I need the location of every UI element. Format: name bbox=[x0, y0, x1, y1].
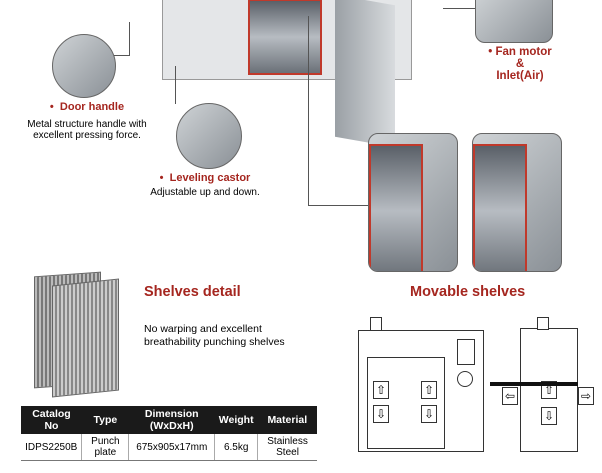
header-dimension: Dimension (WxDxH) bbox=[128, 406, 215, 434]
door-handle-desc: Metal structure handle with excellent pr… bbox=[27, 119, 147, 141]
open-door bbox=[335, 0, 395, 148]
shelves-detail-desc: No warping and excellent breathability p… bbox=[144, 323, 285, 348]
cell-material: Stainless Steel bbox=[257, 434, 317, 461]
side-view-diagram: ⇧ ⇩ bbox=[520, 328, 578, 452]
shelves-detail-title: Shelves detail bbox=[144, 284, 241, 300]
cell-type: Punch plate bbox=[81, 434, 130, 461]
header-catalog-no: Catalog No bbox=[21, 406, 82, 434]
header-material: Material bbox=[257, 406, 317, 434]
cell-dimension: 675x905x17mm bbox=[128, 434, 216, 461]
arrow-up-icon: ⇧ bbox=[421, 381, 437, 399]
header-type: Type bbox=[81, 406, 129, 434]
header-weight: Weight bbox=[214, 406, 258, 434]
leveling-castor-photo bbox=[176, 103, 242, 169]
punch-plate-image bbox=[34, 271, 119, 398]
shelf-photo-2 bbox=[472, 133, 562, 272]
arrow-up-icon: ⇧ bbox=[373, 381, 389, 399]
movable-shelves-title: Movable shelves bbox=[410, 284, 526, 300]
door-handle-photo bbox=[52, 34, 116, 98]
cell-catalog: IDPS2250B bbox=[21, 434, 83, 461]
shelf-photo-1 bbox=[368, 133, 458, 272]
fan-motor-title: • Fan motor & Inlet(Air) bbox=[488, 46, 552, 82]
leveling-castor-title: • Leveling castor bbox=[159, 172, 251, 184]
arrow-down-icon: ⇩ bbox=[541, 407, 557, 425]
door-handle-title: • Door handle bbox=[49, 101, 125, 113]
leveling-castor-desc: Adjustable up and down. bbox=[150, 187, 260, 198]
arrow-left-icon: ⇦ bbox=[502, 387, 518, 405]
arrow-down-icon: ⇩ bbox=[373, 405, 389, 423]
table-row: IDPS2250B Punch plate 675x905x17mm 6.5kg… bbox=[21, 434, 317, 461]
arrow-right-icon: ⇨ bbox=[578, 387, 594, 405]
fan-motor-photo bbox=[475, 0, 553, 43]
front-view-diagram: ⇧ ⇩ ⇧ ⇩ bbox=[358, 330, 484, 452]
arrow-down-icon: ⇩ bbox=[421, 405, 437, 423]
spec-table: Catalog No Type Dimension (WxDxH) Weight… bbox=[21, 406, 317, 461]
cell-weight: 6.5kg bbox=[214, 434, 259, 461]
